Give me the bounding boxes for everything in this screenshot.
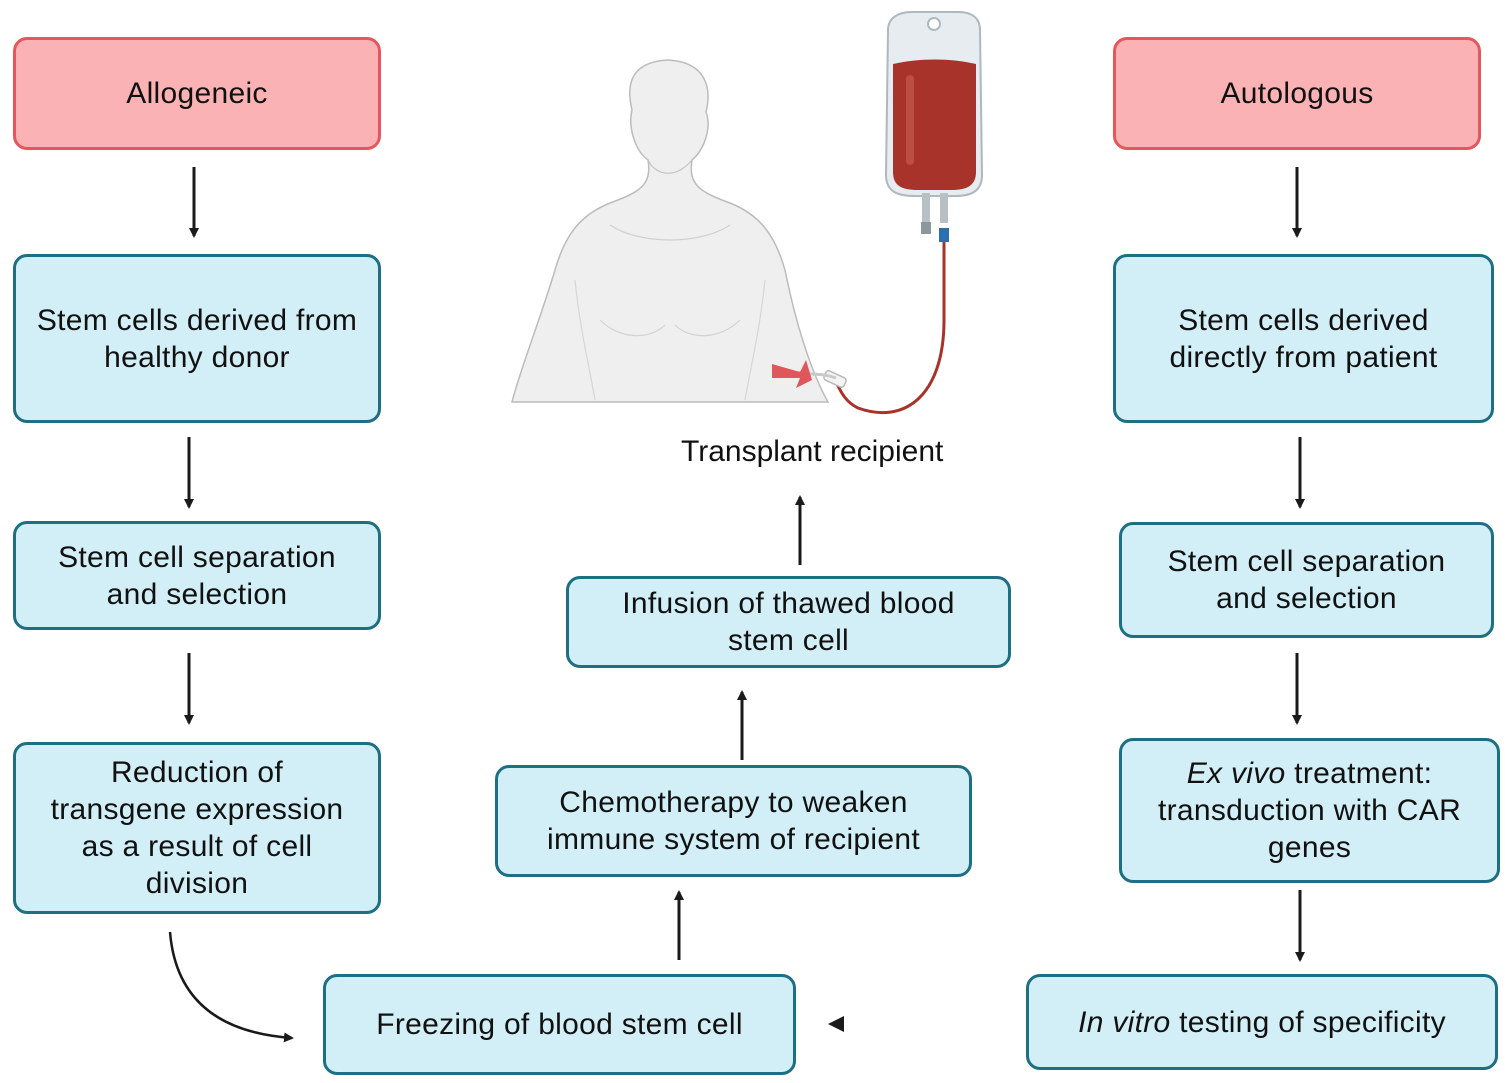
arrow-allo-to-freezing <box>168 931 294 1043</box>
chemo-line1: Chemotherapy to weaken <box>559 786 908 819</box>
allo-reduction-line3: as a result of cell <box>81 830 313 863</box>
allo-stem-cells-line1: Stem cells derived from <box>36 303 358 337</box>
infusion-box: Infusion of thawed blood stem cell <box>566 576 1011 668</box>
invitro-rest: testing of specificity <box>1170 1005 1446 1039</box>
allo-stem-cells-line2: healthy donor <box>104 340 290 374</box>
infusion-line2: stem cell <box>727 624 850 657</box>
human-torso-icon <box>511 59 830 403</box>
exvivo-rest: treatment: <box>1285 757 1433 790</box>
autologous-label: Autologous <box>1220 77 1374 110</box>
allo-separation-line1: Stem cell separation <box>58 540 336 574</box>
allo-reduction-line2: transgene expression <box>50 793 344 826</box>
allo-reduction-line1: Reduction of <box>110 756 284 789</box>
transplant-recipient-label: Transplant recipient <box>681 435 944 468</box>
auto-exvivo-line2: transduction with CAR <box>1157 794 1462 827</box>
auto-exvivo-line3: genes <box>1267 831 1352 864</box>
allo-stem-cells-box: Stem cells derived from healthy donor <box>13 254 381 423</box>
infusion-line1: Infusion of thawed blood <box>622 587 955 620</box>
auto-stem-cells-box: Stem cells derived directly from patient <box>1113 254 1494 423</box>
auto-separation-line2: and selection <box>1216 582 1397 615</box>
allogeneic-label: Allogeneic <box>126 77 268 110</box>
auto-exvivo-line1: Ex vivo treatment: <box>1158 755 1461 792</box>
auto-separation-box: Stem cell separation and selection <box>1119 522 1494 638</box>
allo-reduction-line4: division <box>145 867 249 900</box>
allogeneic-header: Allogeneic <box>13 37 381 150</box>
auto-stem-cells-line2: directly from patient <box>1169 340 1438 374</box>
auto-invitro-box: In vitro testing of specificity <box>1026 974 1498 1070</box>
allo-separation-box: Stem cell separation and selection <box>13 521 381 630</box>
auto-invitro-line: In vitro testing of specificity <box>1078 1004 1446 1041</box>
blood-bag-icon <box>772 11 984 414</box>
freezing-box: Freezing of blood stem cell <box>323 974 796 1075</box>
auto-exvivo-box: Ex vivo treatment: transduction with CAR… <box>1119 738 1500 883</box>
chemo-line2: immune system of recipient <box>547 823 920 856</box>
invitro-italic: In vitro <box>1078 1005 1171 1039</box>
freezing-label: Freezing of blood stem cell <box>376 1008 743 1041</box>
autologous-header: Autologous <box>1113 37 1481 150</box>
chemo-box: Chemotherapy to weaken immune system of … <box>495 765 972 877</box>
allo-separation-line2: and selection <box>106 577 288 611</box>
auto-stem-cells-line1: Stem cells derived <box>1178 303 1429 337</box>
allo-reduction-box: Reduction of transgene expression as a r… <box>13 742 381 914</box>
auto-separation-line1: Stem cell separation <box>1167 545 1446 578</box>
exvivo-italic: Ex vivo <box>1186 757 1286 790</box>
arrow-head-left <box>828 1016 844 1032</box>
